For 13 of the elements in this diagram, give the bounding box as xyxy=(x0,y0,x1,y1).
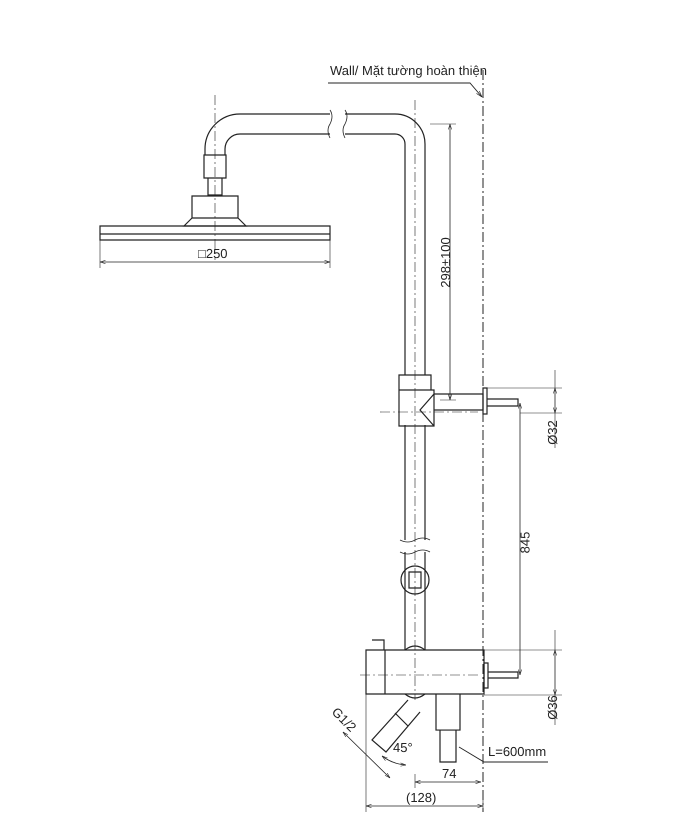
dimension-label: 298±100 xyxy=(438,237,453,288)
dimension-label: 45° xyxy=(393,740,413,755)
wall-label: Wall/ Mặt tường hoàn thiện xyxy=(330,63,487,78)
dimension-label: □250 xyxy=(198,246,228,261)
hose-outlet xyxy=(435,693,461,763)
dimension-label: 845 xyxy=(517,532,532,554)
dimension-label: Ø36 xyxy=(544,695,560,720)
leader-line xyxy=(328,82,482,98)
hose-length-label: L=600mm xyxy=(488,744,546,759)
dimension-label: (128) xyxy=(406,790,436,805)
dimension-label: Ø32 xyxy=(544,420,560,445)
leader-line xyxy=(458,746,548,762)
dimension-label: 74 xyxy=(442,766,456,781)
